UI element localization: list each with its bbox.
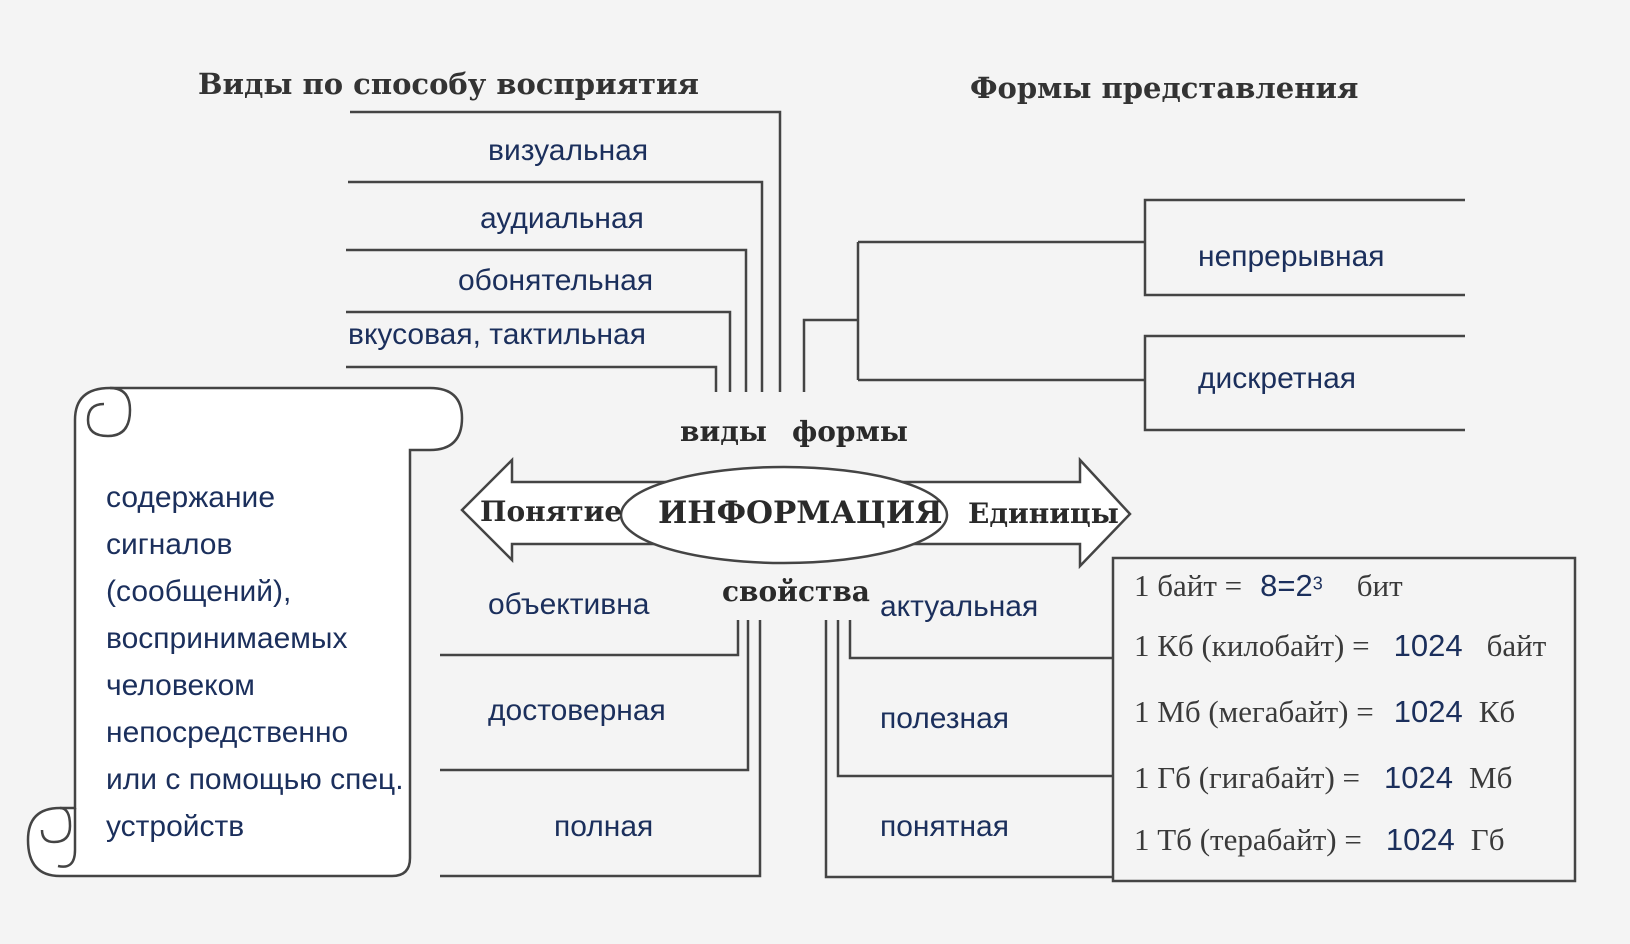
unit-suffix: Кб bbox=[1478, 694, 1516, 729]
center-title: ИНФОРМАЦИЯ bbox=[658, 495, 943, 531]
scroll-shape bbox=[26, 386, 464, 878]
type-item-taste: вкусовая, тактильная bbox=[348, 318, 646, 351]
unit-row-byte: 1 байт = 8=23 бит bbox=[1134, 570, 1403, 601]
forms-heading: Формы представления bbox=[970, 71, 1359, 105]
form-item-discrete: дискретная bbox=[1198, 362, 1356, 395]
type-line-3 bbox=[346, 248, 748, 392]
unit-suffix: байт bbox=[1486, 628, 1547, 663]
unit-value: 1024 bbox=[1384, 760, 1453, 795]
prop-left-line-1 bbox=[440, 620, 740, 657]
unit-row-mb: 1 Мб (мегабайт) = 1024 Кб bbox=[1134, 696, 1515, 727]
types-heading: Виды по способу восприятия bbox=[198, 67, 699, 101]
form-item-continuous: непрерывная bbox=[1198, 240, 1385, 273]
type-line-2 bbox=[348, 180, 764, 392]
prop-right-line-3 bbox=[824, 620, 1113, 879]
prop-right-line-2 bbox=[836, 620, 1113, 778]
unit-row-tb: 1 Тб (терабайт) = 1024 Гб bbox=[1134, 824, 1505, 855]
units-box bbox=[1111, 556, 1577, 883]
type-line-5 bbox=[346, 365, 718, 392]
unit-prefix: 1 Гб (гигабайт) = bbox=[1134, 760, 1361, 795]
unit-suffix: бит bbox=[1356, 568, 1403, 603]
form-box-1 bbox=[1143, 198, 1465, 297]
properties-label: свойства bbox=[722, 575, 870, 608]
unit-row-gb: 1 Гб (гигабайт) = 1024 Мб bbox=[1134, 762, 1512, 793]
unit-value: 1024 bbox=[1385, 822, 1455, 857]
prop-useful: полезная bbox=[880, 702, 1010, 735]
unit-value: 1024 bbox=[1393, 694, 1463, 729]
unit-prefix: 1 байт = bbox=[1134, 568, 1243, 603]
prop-actual: актуальная bbox=[880, 590, 1039, 623]
type-item-visual: визуальная bbox=[488, 134, 649, 167]
forms-stem bbox=[802, 318, 858, 392]
unit-prefix: 1 Мб (мегабайт) = bbox=[1134, 694, 1374, 729]
concept-definition: содержание сигналов (сообщений), восприн… bbox=[106, 481, 404, 843]
unit-value: 1024 bbox=[1393, 628, 1463, 663]
prop-left-line-3 bbox=[440, 620, 762, 878]
center-ellipse bbox=[619, 465, 949, 565]
forms-label: формы bbox=[792, 415, 908, 448]
unit-sup: 3 bbox=[1312, 573, 1323, 594]
unit-prefix: 1 Кб (килобайт) = bbox=[1134, 628, 1370, 663]
prop-left-line-2 bbox=[440, 620, 750, 772]
unit-suffix: Мб bbox=[1469, 760, 1513, 795]
types-label: виды bbox=[680, 415, 767, 448]
unit-value: 8=2 bbox=[1260, 568, 1313, 603]
prop-reliable: достоверная bbox=[488, 694, 666, 727]
prop-clear: понятная bbox=[880, 810, 1009, 843]
form-box-2 bbox=[1143, 334, 1465, 432]
type-item-smell: обонятельная bbox=[458, 264, 654, 297]
prop-objective: объективна bbox=[488, 588, 650, 621]
unit-suffix: Гб bbox=[1470, 822, 1505, 857]
units-label: Единицы bbox=[968, 497, 1119, 530]
concept-label: Понятие bbox=[480, 495, 623, 528]
unit-row-kb: 1 Кб (килобайт) = 1024 байт bbox=[1134, 630, 1546, 661]
unit-prefix: 1 Тб (терабайт) = bbox=[1134, 822, 1362, 857]
type-item-audio: аудиальная bbox=[480, 202, 644, 235]
prop-complete: полная bbox=[554, 810, 654, 843]
type-line-4 bbox=[346, 310, 732, 392]
type-line-1 bbox=[350, 110, 782, 392]
prop-right-line-1 bbox=[848, 620, 1113, 660]
